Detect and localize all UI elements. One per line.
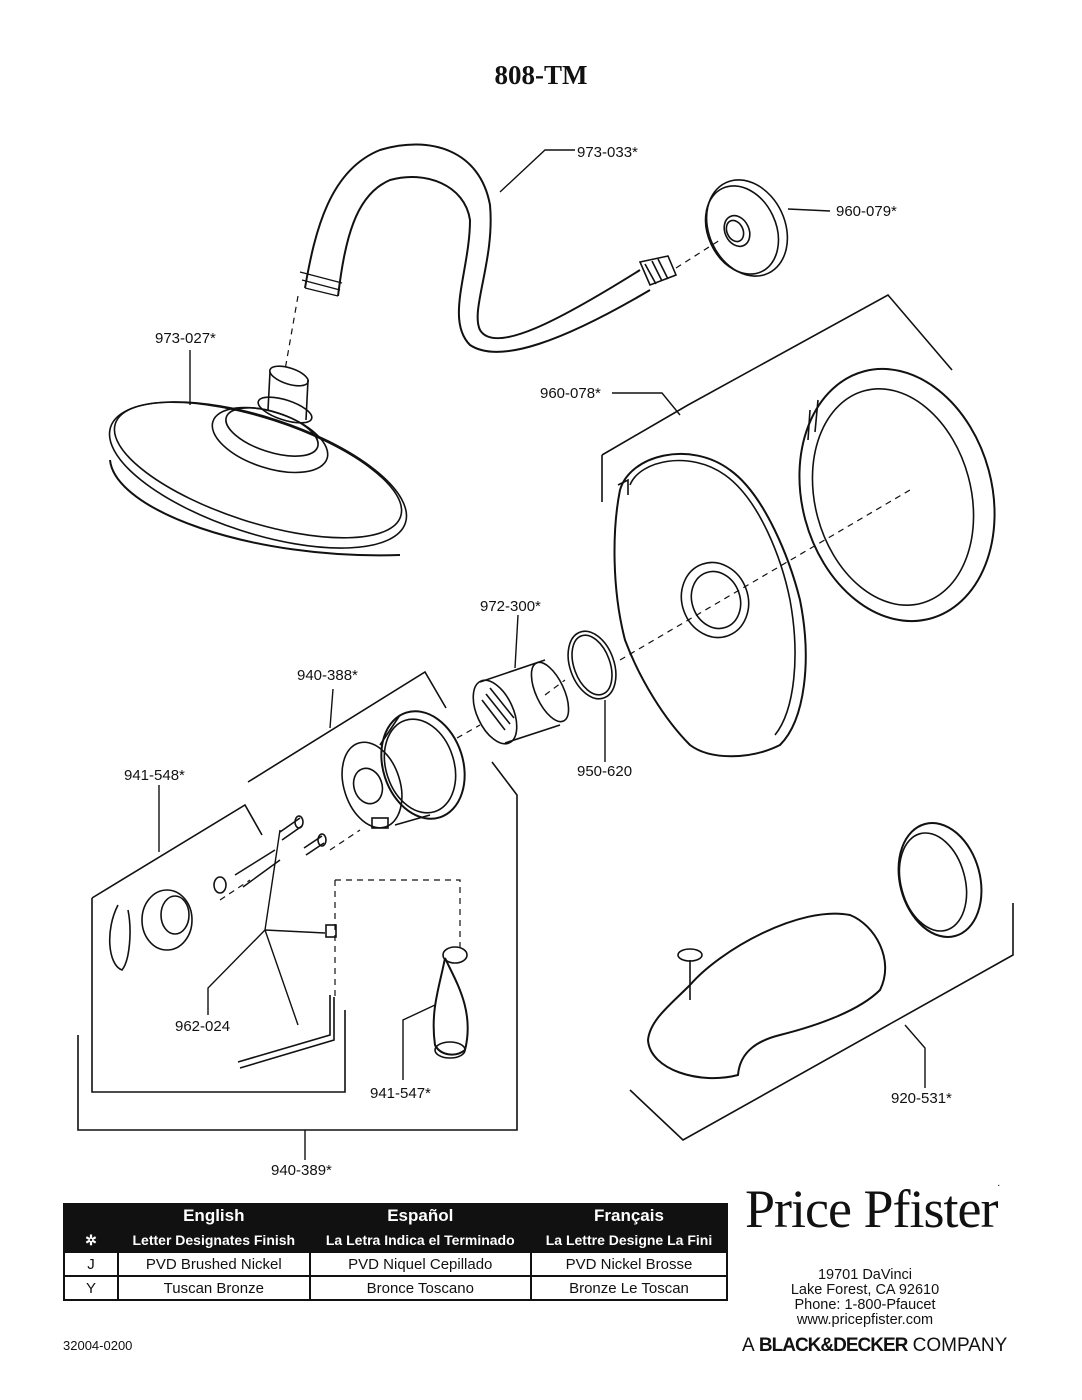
part-label-960-079: 960-079* — [836, 203, 897, 220]
note-english: Letter Designates Finish — [117, 1227, 311, 1253]
brand-logo: Price Pfister. — [745, 1178, 1000, 1239]
part-label-972-300: 972-300* — [480, 598, 541, 615]
set-screw-drawing — [325, 924, 337, 938]
address-line: www.pricepfister.com — [796, 1312, 934, 1328]
table-row: Y Tuscan Bronze Bronce Toscano Bronze Le… — [63, 1275, 729, 1301]
header-francais: Français — [529, 1203, 729, 1229]
tub-spout-drawing — [646, 822, 983, 1079]
page-title: 808-TM — [494, 60, 588, 90]
part-label-940-389: 940-389* — [271, 1162, 332, 1179]
part-label-973-027: 973-027* — [155, 330, 216, 347]
finish-table: English Español Français ✲ Letter Design… — [63, 1203, 729, 1301]
part-label-940-388: 940-388* — [297, 667, 358, 684]
lever-handle-drawing — [432, 946, 469, 1059]
note-espanol: La Letra Indica el Terminado — [308, 1227, 532, 1253]
part-label-941-548: 941-548* — [124, 767, 185, 784]
finish-code: Y — [63, 1275, 119, 1301]
flange-drawing — [704, 179, 789, 277]
leader-lines — [158, 149, 926, 1160]
stem-drawing — [108, 849, 281, 971]
parent-company: A BLACK&DECKER COMPANY — [742, 1335, 1007, 1357]
table-note-row: ✲ Letter Designates Finish La Letra Indi… — [63, 1227, 729, 1253]
finish-code: J — [63, 1251, 119, 1277]
part-label-973-033: 973-033* — [577, 144, 638, 161]
gasket-drawing — [798, 367, 996, 623]
part-label-960-078: 960-078* — [540, 385, 601, 402]
document-number: 32004-0200 — [63, 1338, 133, 1353]
part-label-950-620: 950-620 — [577, 763, 633, 780]
address-line: 19701 DaVinci — [817, 1267, 913, 1283]
finish-cell: Bronce Toscano — [308, 1275, 532, 1301]
escutcheon-drawing — [613, 452, 807, 758]
shower-head-drawing — [108, 365, 408, 557]
part-label-920-531: 920-531* — [891, 1090, 952, 1107]
sleeve-drawing — [341, 710, 466, 829]
company-suffix: COMPANY — [912, 1335, 1008, 1356]
bonnet-drawing — [472, 659, 570, 745]
brand-address: 19701 DaVinci Lake Forest, CA 92610 Phon… — [770, 1268, 960, 1328]
screws-drawing — [279, 815, 327, 856]
finish-cell: Tuscan Bronze — [117, 1275, 311, 1301]
assembly-brackets — [77, 293, 1014, 1141]
table-header-row: English Español Français — [63, 1203, 729, 1229]
part-label-962-024: 962-024 — [175, 1018, 231, 1035]
table-row: J PVD Brushed Nickel PVD Niquel Cepillad… — [63, 1251, 729, 1277]
part-label-941-547: 941-547* — [370, 1085, 431, 1102]
shower-arm-drawing — [299, 143, 678, 353]
header-espanol: Español — [308, 1203, 532, 1229]
address-line: Lake Forest, CA 92610 — [790, 1282, 940, 1298]
allen-wrench-drawing — [237, 995, 335, 1069]
finish-cell: PVD Niquel Cepillado — [308, 1251, 532, 1277]
finish-cell: Bronze Le Toscan — [529, 1275, 729, 1301]
o-ring-drawing — [567, 630, 617, 700]
company-name: BLACK&DECKER — [758, 1335, 908, 1356]
note-francais: La Lettre Designe La Fini — [529, 1227, 729, 1253]
company-prefix: A — [742, 1335, 754, 1356]
header-english: English — [117, 1203, 311, 1229]
finish-cell: PVD Nickel Brosse — [529, 1251, 729, 1277]
brand-name: Price Pfister — [745, 1179, 998, 1239]
finish-cell: PVD Brushed Nickel — [117, 1251, 311, 1277]
note-symbol: ✲ — [63, 1227, 119, 1253]
address-line: Phone: 1-800-Pfaucet — [794, 1297, 936, 1313]
